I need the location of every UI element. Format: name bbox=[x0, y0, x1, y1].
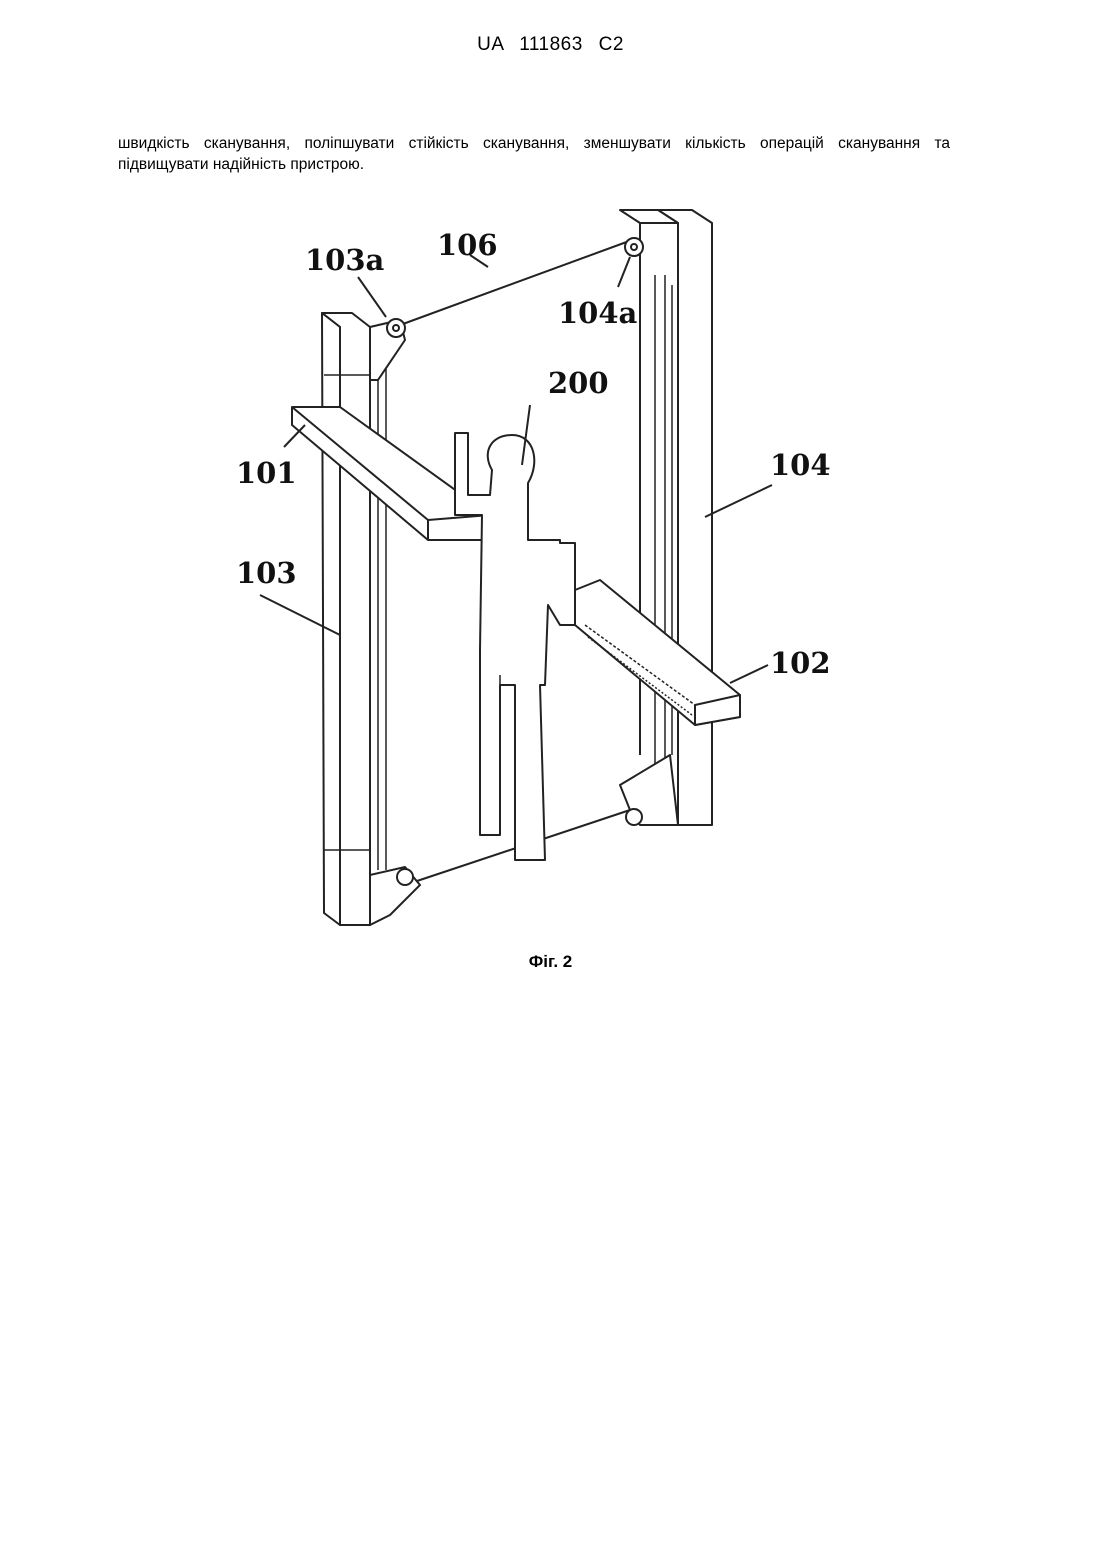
label-104a: 104a bbox=[558, 296, 638, 330]
pulley-103-bottom bbox=[397, 869, 413, 885]
label-200: 200 bbox=[548, 366, 609, 400]
patent-header: UA 111863 C2 bbox=[0, 34, 1101, 56]
label-103a: 103a bbox=[305, 243, 385, 277]
scanner-drawing: 106 103a 104a 200 101 104 103 102 bbox=[200, 195, 880, 955]
right-column-front bbox=[658, 210, 712, 825]
label-103: 103 bbox=[236, 556, 297, 590]
patent-figure: 106 103a 104a 200 101 104 103 102 bbox=[200, 195, 880, 955]
figure-caption: Фіг. 2 bbox=[0, 952, 1101, 972]
leader-104a bbox=[618, 257, 630, 287]
label-104: 104 bbox=[770, 448, 831, 482]
pulley-104-bottom bbox=[626, 809, 642, 825]
leader-102 bbox=[730, 665, 768, 683]
pulley-103a-hub bbox=[393, 325, 399, 331]
label-101: 101 bbox=[236, 456, 297, 490]
leader-103a bbox=[358, 277, 386, 317]
body-paragraph: швидкість сканування, поліпшувати стійкі… bbox=[118, 133, 950, 175]
pulley-104a-hub bbox=[631, 244, 637, 250]
label-106: 106 bbox=[437, 228, 498, 262]
scan-target-200 bbox=[455, 433, 575, 860]
label-102: 102 bbox=[770, 646, 831, 680]
leader-104 bbox=[705, 485, 772, 517]
left-column-side bbox=[322, 313, 340, 925]
